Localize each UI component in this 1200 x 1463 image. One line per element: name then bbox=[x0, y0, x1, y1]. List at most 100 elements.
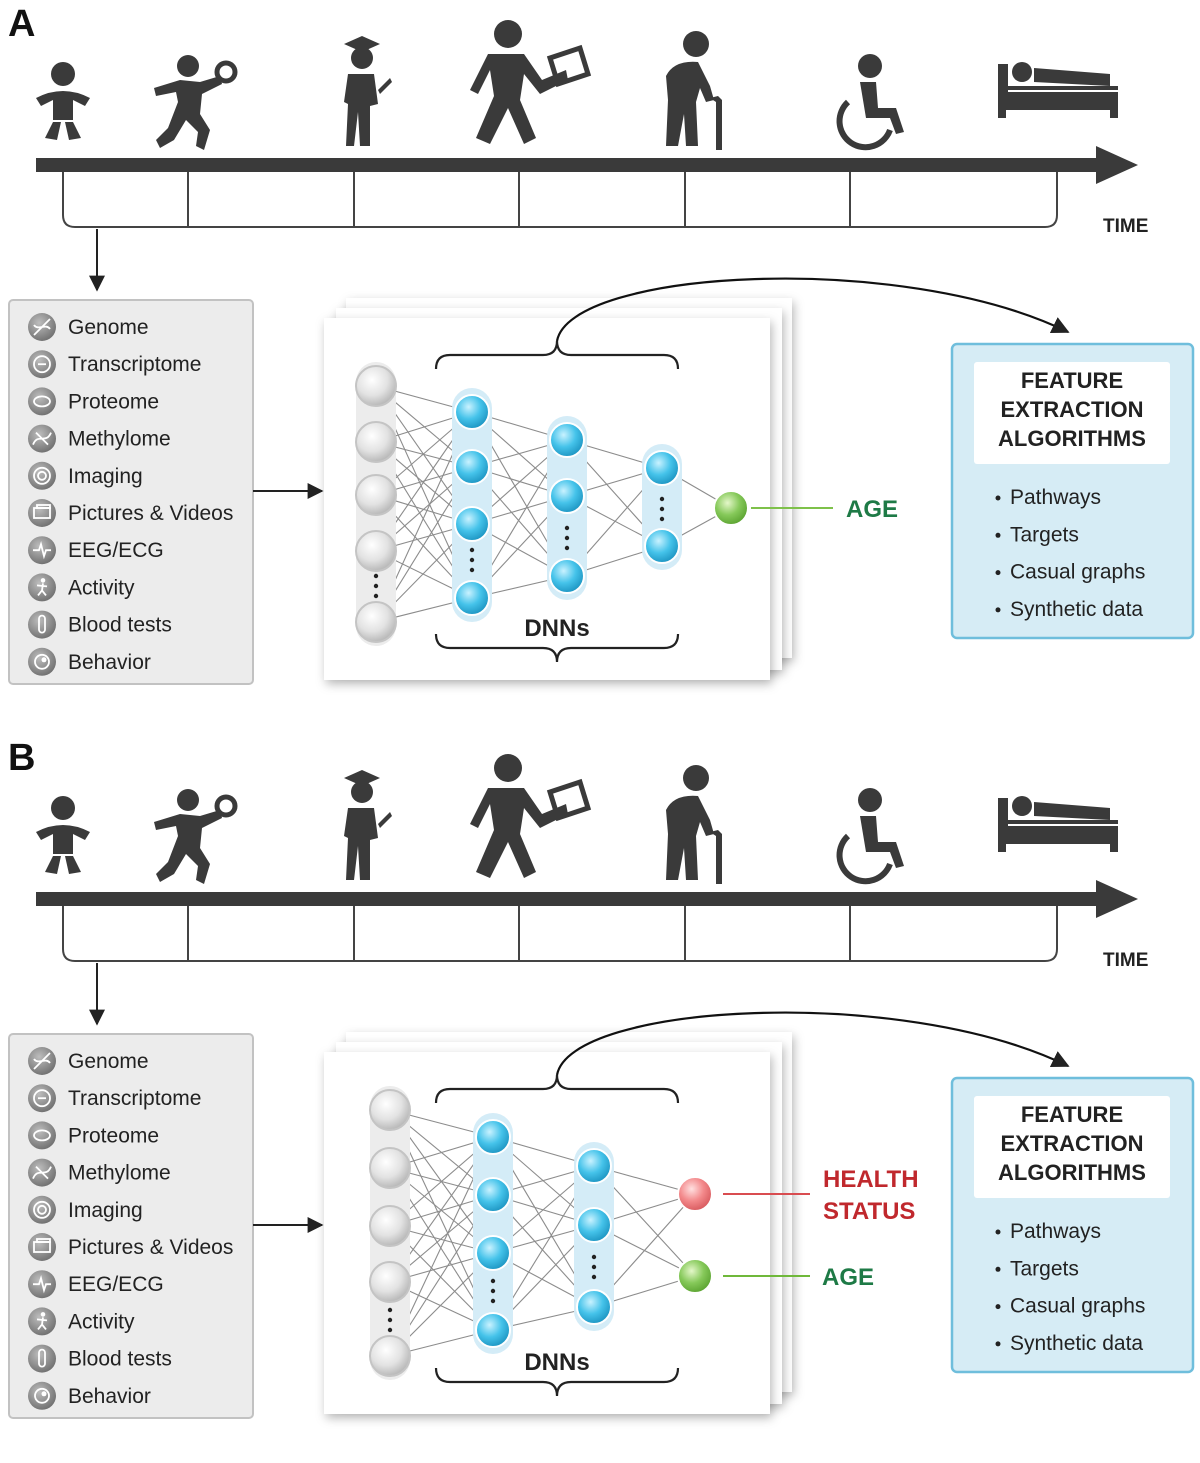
input-node bbox=[369, 1205, 411, 1247]
feature-item: Casual graphs bbox=[1010, 1295, 1145, 1318]
hidden-node bbox=[454, 394, 490, 430]
cane bbox=[710, 830, 722, 884]
eeg-ecg-icon bbox=[28, 536, 56, 565]
dna-icon bbox=[28, 313, 56, 341]
feature-arrow bbox=[555, 1011, 1070, 1076]
wheel bbox=[836, 99, 893, 151]
output-label: STATUS bbox=[823, 1198, 915, 1225]
data-type-label: Transcriptome bbox=[68, 353, 201, 376]
hidden-layer-band bbox=[452, 388, 492, 622]
hidden-node bbox=[576, 1207, 612, 1243]
elder-body bbox=[666, 61, 714, 146]
hidden-node bbox=[644, 528, 680, 564]
methylome-icon bbox=[28, 1158, 56, 1187]
blood-tests-icon bbox=[28, 610, 56, 639]
output-label: AGE bbox=[822, 1264, 874, 1291]
timeline-segments bbox=[62, 906, 1058, 962]
ellipsis-dot bbox=[659, 506, 665, 512]
wheelchair-icon bbox=[836, 788, 904, 885]
wheel-head bbox=[858, 54, 882, 78]
data-type-label: Activity bbox=[68, 576, 135, 599]
timeline-arrowhead bbox=[1096, 146, 1138, 184]
bed-frame bbox=[998, 64, 1118, 118]
pictures-videos-icon bbox=[28, 499, 56, 527]
ellipsis-dot bbox=[469, 557, 475, 563]
baby-head bbox=[51, 62, 75, 86]
data-type-label: Pictures & Videos bbox=[68, 502, 233, 525]
ellipsis-dot bbox=[564, 535, 570, 541]
hidden-node bbox=[576, 1148, 612, 1184]
icon-disc bbox=[28, 647, 56, 676]
icon-disc bbox=[28, 1195, 56, 1224]
worker-head bbox=[494, 20, 522, 48]
ellipsis-dot bbox=[490, 1298, 496, 1304]
ellipsis-dot bbox=[469, 547, 475, 553]
icon-disc bbox=[28, 1121, 56, 1150]
timeline-bar bbox=[36, 892, 1100, 906]
input-node bbox=[369, 1335, 411, 1377]
data-type-label: Blood tests bbox=[68, 614, 172, 637]
hidden-node bbox=[454, 580, 490, 616]
student-body bbox=[344, 74, 378, 146]
cane bbox=[710, 96, 722, 150]
hidden-node bbox=[475, 1177, 511, 1213]
grad-cap bbox=[344, 770, 380, 786]
child-body bbox=[154, 810, 222, 884]
ball bbox=[214, 60, 238, 84]
input-node bbox=[355, 474, 397, 516]
worker-body bbox=[470, 54, 568, 144]
bed-frame bbox=[998, 798, 1118, 852]
bedridden-icon bbox=[998, 62, 1118, 118]
dna-icon bbox=[28, 1047, 56, 1075]
elderly-cane-icon bbox=[666, 31, 722, 150]
hidden-node bbox=[454, 506, 490, 542]
ellipsis-dot bbox=[387, 1307, 393, 1313]
timeline-segments bbox=[62, 172, 1058, 228]
data-type-label: Imaging bbox=[68, 465, 143, 488]
wheel-body bbox=[860, 82, 904, 134]
feature-item: Synthetic data bbox=[1010, 1332, 1143, 1355]
feature-title-box bbox=[974, 1096, 1170, 1198]
output-label: AGE bbox=[846, 496, 898, 523]
data-type-label: Genome bbox=[68, 316, 149, 339]
input-node bbox=[369, 1147, 411, 1189]
data-type-label: Pictures & Videos bbox=[68, 1236, 233, 1259]
child-running-icon bbox=[154, 55, 238, 150]
worker-walking-icon bbox=[470, 754, 592, 878]
input-node bbox=[355, 365, 397, 407]
bullet bbox=[995, 570, 1001, 576]
activity-icon bbox=[28, 573, 56, 602]
feature-title: ALGORITHMS bbox=[998, 426, 1146, 451]
feature-arrow bbox=[555, 277, 1070, 342]
ellipsis-dot bbox=[490, 1288, 496, 1294]
feature-title: FEATURE bbox=[1021, 368, 1123, 393]
elder-body bbox=[666, 795, 714, 880]
grad-cap bbox=[344, 36, 380, 52]
feature-title-box bbox=[974, 362, 1170, 464]
imaging-icon bbox=[28, 1195, 56, 1224]
transcriptome-icon bbox=[28, 350, 56, 379]
student-icon bbox=[344, 36, 392, 146]
ellipsis-dot bbox=[373, 583, 379, 589]
briefcase bbox=[546, 778, 592, 822]
student-head bbox=[351, 781, 373, 803]
wheel-body bbox=[860, 816, 904, 868]
pictures-videos-icon bbox=[28, 1233, 56, 1261]
phone bbox=[378, 78, 392, 94]
worker-head bbox=[494, 754, 522, 782]
eeg-ecg-icon bbox=[28, 1270, 56, 1299]
data-type-label: Activity bbox=[68, 1310, 135, 1333]
feature-item: Synthetic data bbox=[1010, 598, 1143, 621]
input-node bbox=[355, 421, 397, 463]
hidden-node bbox=[576, 1289, 612, 1325]
bullet bbox=[995, 1304, 1001, 1310]
data-type-label: Transcriptome bbox=[68, 1087, 201, 1110]
icon-disc bbox=[28, 461, 56, 490]
baby-body bbox=[36, 825, 90, 854]
baby-body bbox=[36, 91, 90, 120]
icon-disc bbox=[28, 1233, 56, 1261]
feature-item: Targets bbox=[1010, 1257, 1079, 1280]
data-type-label: Behavior bbox=[68, 1385, 151, 1408]
ellipsis-dot bbox=[591, 1274, 597, 1280]
